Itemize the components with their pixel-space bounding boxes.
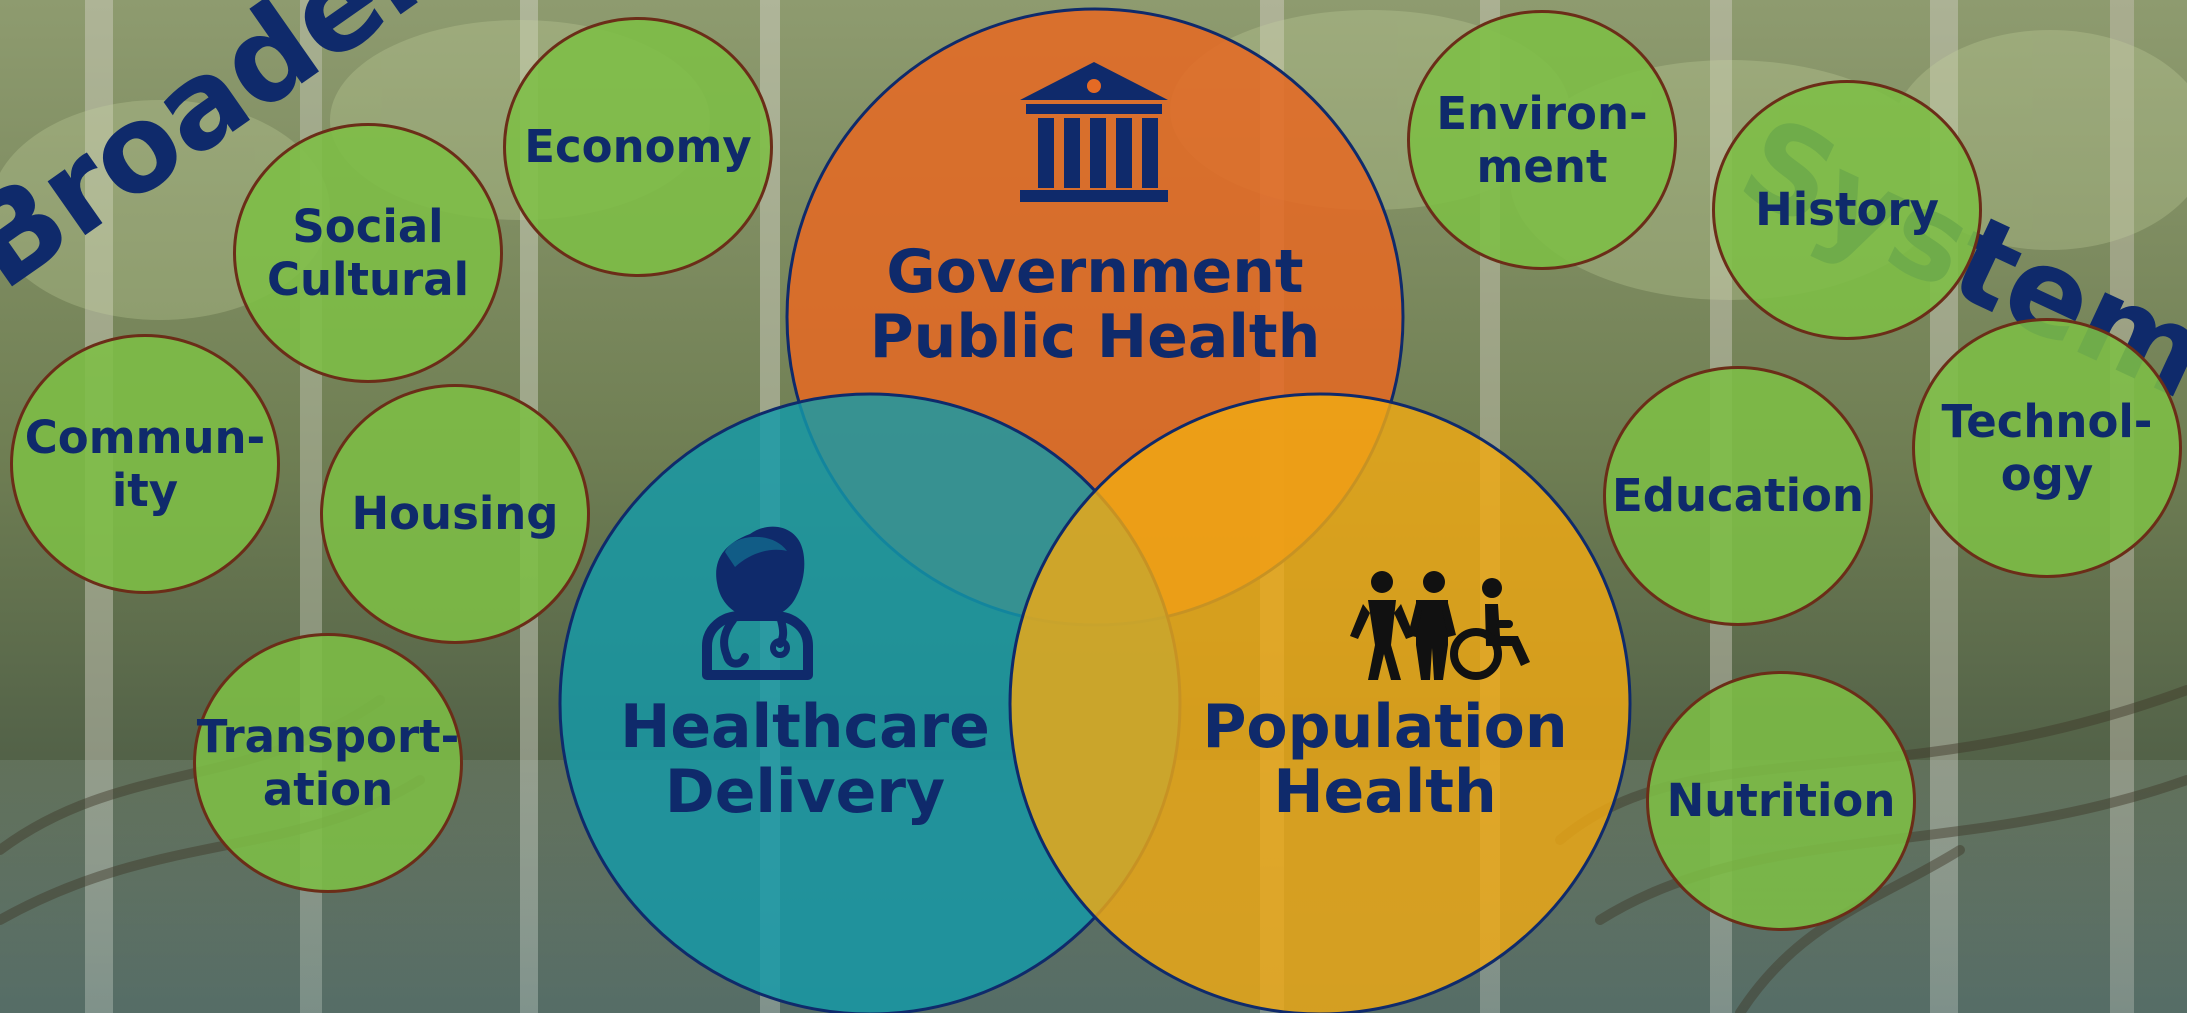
right-circle-education: Education [1603,366,1873,626]
right-circle-environment: Environ- ment [1407,10,1677,270]
healthcare-delivery-label: Healthcare Delivery [620,692,990,827]
population-health-label: Population Health [1202,692,1568,827]
government-building-icon [1020,62,1168,202]
left-circle-economy: Economy [503,17,773,277]
left-circle-community: Commun- ity [10,334,280,594]
people-accessibility-icon [1350,571,1530,680]
government-public-health-label: Government Public Health [869,237,1321,372]
population-health-circle [1008,392,1632,1013]
left-circle-housing: Housing [320,384,590,644]
left-circle-social-cultural: Social Cultural [233,123,503,383]
right-circle-history: History [1712,80,1982,340]
doctor-icon [702,526,813,680]
population-health-label-wrap: Population Health [1202,692,1568,827]
healthcare-delivery-label-wrap: Healthcare Delivery [620,692,990,827]
right-circle-nutrition: Nutrition [1646,671,1916,931]
right-circle-technology: Technol- ogy [1912,318,2182,578]
government-public-health-label-wrap: Government Public Health [869,237,1321,372]
left-circle-transportation: Transport- ation [193,633,463,893]
